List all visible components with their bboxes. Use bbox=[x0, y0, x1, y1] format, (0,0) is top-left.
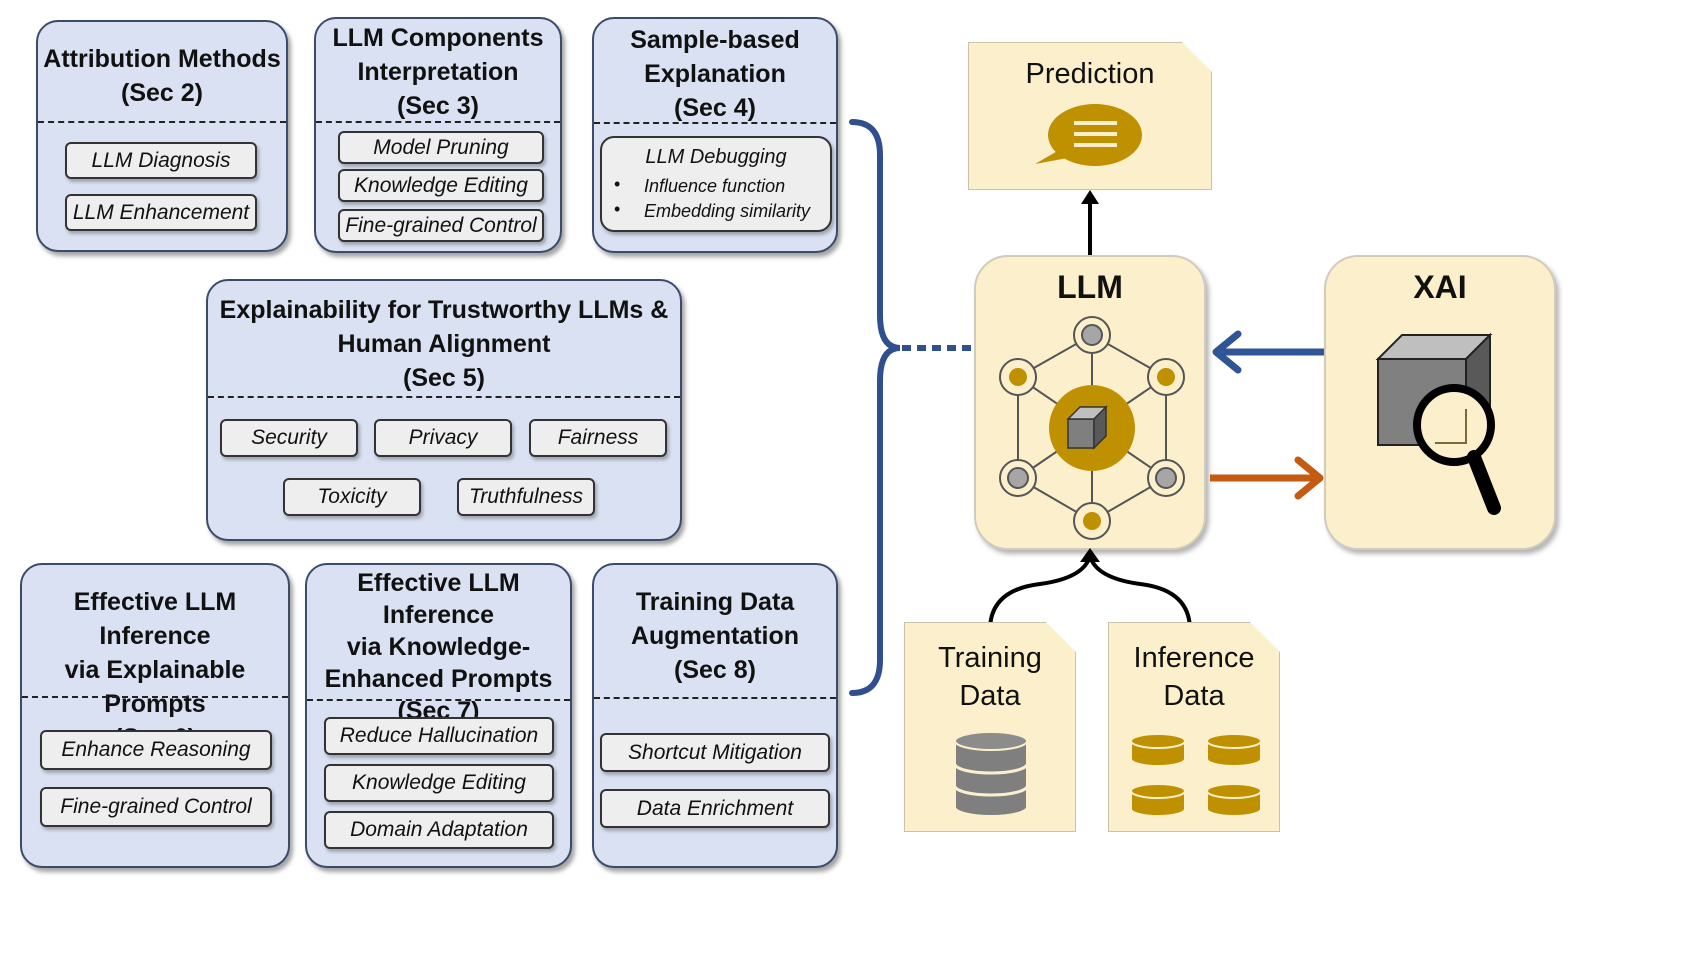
neural-network-icon bbox=[999, 316, 1185, 540]
item-model-pruning: Model Pruning bbox=[338, 131, 544, 164]
divider bbox=[38, 121, 286, 123]
panel-title-trust: Explainability for Trustworthy LLMs & Hu… bbox=[219, 296, 669, 392]
panel-title-augment: Training Data Augmentation (Sec 8) bbox=[630, 588, 800, 684]
llm-box: LLM bbox=[974, 255, 1206, 550]
item-knowledge-editing: Knowledge Editing bbox=[338, 169, 544, 202]
panel-attribution-methods: Attribution Methods (Sec 2) LLM Diagnosi… bbox=[36, 20, 288, 252]
curly-brace-connector bbox=[849, 119, 972, 696]
bullet-dot: • bbox=[614, 199, 621, 219]
cube-magnifier-icon bbox=[1375, 332, 1501, 515]
panel-sample-based: Sample-based Explanation (Sec 4) LLM Deb… bbox=[592, 17, 838, 253]
llm-debugging-box: LLM Debugging • Influence function • Emb… bbox=[600, 136, 832, 232]
item-domain-adaptation: Domain Adaptation bbox=[324, 811, 554, 849]
xai-title: XAI bbox=[1413, 269, 1467, 305]
item-shortcut-mitigation: Shortcut Mitigation bbox=[600, 733, 830, 772]
panel-title-components: LLM Components Interpretation (Sec 3) bbox=[332, 24, 544, 120]
panel-title-knowledge: Effective LLM Inference via Knowledge- E… bbox=[324, 569, 553, 725]
llm-title: LLM bbox=[1057, 269, 1123, 305]
xai-box: XAI bbox=[1324, 255, 1556, 550]
database-icon bbox=[951, 731, 1031, 819]
item-toxicity: Toxicity bbox=[283, 478, 421, 516]
panel-knowledge-enhanced-prompts: Effective LLM Inference via Knowledge- E… bbox=[305, 563, 572, 868]
prediction-label: Prediction bbox=[1025, 58, 1155, 90]
bullet-dot: • bbox=[614, 174, 621, 194]
item-security: Security bbox=[220, 419, 358, 457]
divider bbox=[594, 697, 836, 699]
training-data-note: Training Data bbox=[904, 622, 1076, 832]
prediction-note: Prediction bbox=[968, 42, 1212, 190]
item-knowledge-editing: Knowledge Editing bbox=[324, 764, 554, 802]
inference-data-label: Inference Data bbox=[1133, 642, 1255, 712]
divider bbox=[316, 121, 560, 123]
item-llm-enhancement: LLM Enhancement bbox=[65, 194, 257, 231]
panel-explainable-prompts: Effective LLM Inference via Explainable … bbox=[20, 563, 290, 868]
training-data-label: Training Data bbox=[938, 642, 1042, 712]
divider bbox=[22, 696, 288, 698]
panel-llm-components: LLM Components Interpretation (Sec 3) Mo… bbox=[314, 17, 562, 253]
arrow-xai-to-llm bbox=[1212, 330, 1326, 374]
inference-data-note: Inference Data bbox=[1108, 622, 1280, 832]
item-data-enrichment: Data Enrichment bbox=[600, 789, 830, 828]
item-reduce-hallucination: Reduce Hallucination bbox=[324, 717, 554, 755]
divider bbox=[208, 396, 680, 398]
item-enhance-reasoning: Enhance Reasoning bbox=[40, 730, 272, 770]
chat-bubble-icon bbox=[1031, 101, 1149, 169]
bullet-influence-function: Influence function bbox=[644, 176, 786, 196]
arrow-to-prediction bbox=[1081, 190, 1099, 258]
panel-title-sample: Sample-based Explanation (Sec 4) bbox=[630, 26, 800, 122]
bullet-embedding-similarity: Embedding similarity bbox=[644, 201, 811, 221]
item-fairness: Fairness bbox=[529, 419, 667, 457]
llm-debugging-title: LLM Debugging bbox=[645, 146, 787, 168]
panel-trustworthy-llms: Explainability for Trustworthy LLMs & Hu… bbox=[206, 279, 682, 541]
database-stack-icon bbox=[1129, 733, 1265, 821]
item-fine-grained-control: Fine-grained Control bbox=[40, 787, 272, 827]
divider bbox=[594, 122, 836, 124]
panel-training-data-augmentation: Training Data Augmentation (Sec 8) Short… bbox=[592, 563, 838, 868]
item-fine-grained-control: Fine-grained Control bbox=[338, 209, 544, 242]
item-privacy: Privacy bbox=[374, 419, 512, 457]
item-truthfulness: Truthfulness bbox=[457, 478, 595, 516]
divider bbox=[307, 699, 570, 701]
arrow-llm-to-xai bbox=[1210, 456, 1324, 500]
item-llm-diagnosis: LLM Diagnosis bbox=[65, 142, 257, 179]
panel-title-attribution: Attribution Methods (Sec 2) bbox=[43, 45, 281, 107]
arrow-data-to-llm bbox=[988, 548, 1192, 631]
